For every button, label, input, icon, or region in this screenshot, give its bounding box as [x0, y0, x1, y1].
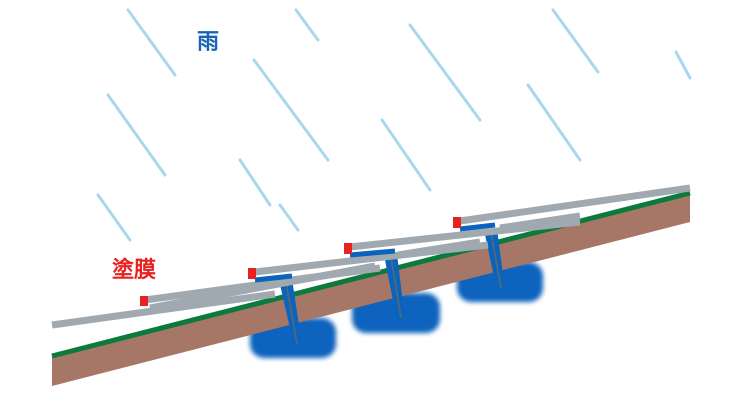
coating-cap [248, 268, 256, 279]
coating-label: 塗膜 [112, 258, 157, 283]
coating-cap [140, 296, 148, 306]
coating-caps [140, 217, 461, 306]
shingles [51, 184, 691, 329]
coating-cap [453, 217, 461, 228]
roof-substrate [52, 194, 690, 386]
underlayment [51, 190, 691, 359]
coating-cap [344, 243, 352, 254]
nails [279, 229, 505, 346]
rain-label: 雨 [197, 30, 220, 55]
rain-streaks [96, 8, 692, 242]
